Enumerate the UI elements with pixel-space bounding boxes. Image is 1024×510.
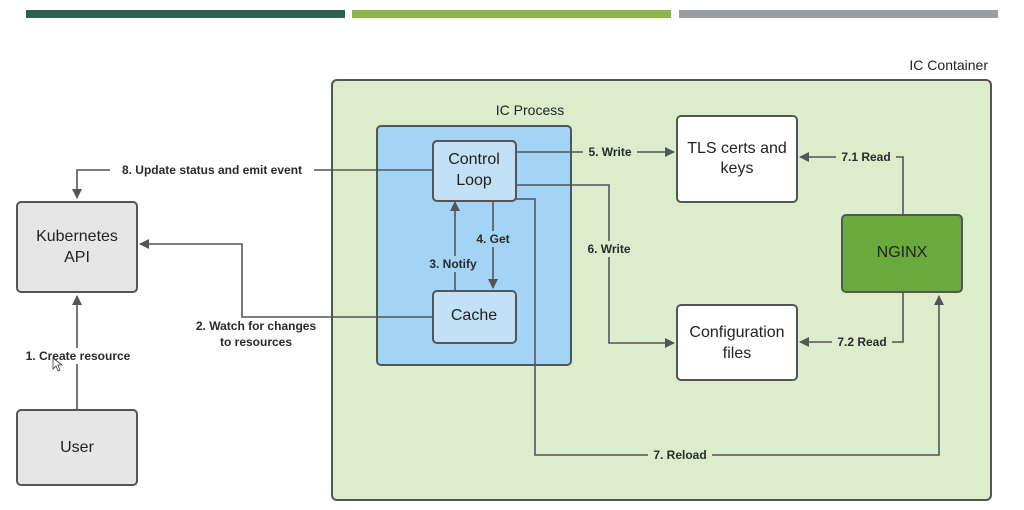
edge-label-reload: 7. Reload (653, 448, 706, 462)
cache-label: Cache (451, 307, 497, 324)
header-bar-light-green (352, 10, 671, 18)
edge-label-get: 4. Get (476, 232, 509, 246)
edge-label-notify: 3. Notify (429, 257, 477, 271)
configuration-files-box (676, 304, 798, 381)
mouse-cursor-icon (52, 357, 64, 372)
edge-label-update-status: 8. Update status and emit event (122, 163, 302, 177)
tls-certs-label-line2: keys (721, 160, 754, 177)
edge-label-write-config: 6. Write (587, 242, 630, 256)
edge-read-tls (799, 152, 904, 215)
configuration-files-label-line2: files (723, 345, 751, 362)
header-bar-dark-green (26, 10, 345, 18)
control-loop-label-line1: Control (448, 151, 500, 168)
user-box (16, 409, 138, 486)
ic-process-title: IC Process (496, 102, 564, 118)
kubernetes-api-label-line1: Kubernetes (36, 228, 118, 245)
edge-reload (516, 198, 944, 456)
configuration-files-label-line1: Configuration (689, 324, 784, 341)
edge-label-watch-line2: to resources (220, 335, 292, 349)
kubernetes-api-label-line2: API (64, 249, 90, 266)
control-loop-box (432, 140, 517, 202)
tls-certs-box (676, 115, 798, 203)
user-label: User (60, 439, 94, 456)
nginx-box (841, 214, 963, 293)
header-bar-grey (679, 10, 998, 18)
control-loop-label-line2: Loop (456, 172, 492, 189)
cache-box (432, 290, 517, 344)
edge-write-config (516, 184, 675, 348)
tls-certs-label-line1: TLS certs and (687, 140, 787, 157)
ic-container-title: IC Container (909, 57, 988, 73)
edge-label-create-resource: 1. Create resource (26, 349, 131, 363)
edge-label-write-tls: 5. Write (588, 145, 631, 159)
kubernetes-api-box (16, 201, 138, 293)
edge-label-read-config: 7.2 Read (837, 335, 886, 349)
edge-update-status (72, 169, 433, 199)
edge-watch (139, 239, 433, 318)
nginx-label: NGINX (877, 244, 928, 261)
edge-label-read-tls: 7.1 Read (841, 150, 890, 164)
edge-label-watch-line1: 2. Watch for changes (196, 319, 317, 333)
